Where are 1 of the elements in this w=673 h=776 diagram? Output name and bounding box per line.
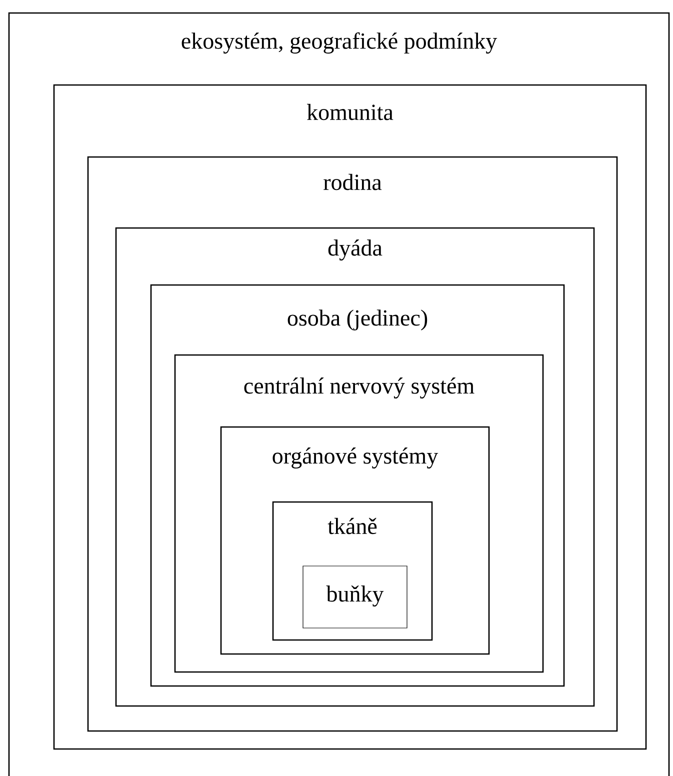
nested-box: buňky	[302, 566, 408, 628]
